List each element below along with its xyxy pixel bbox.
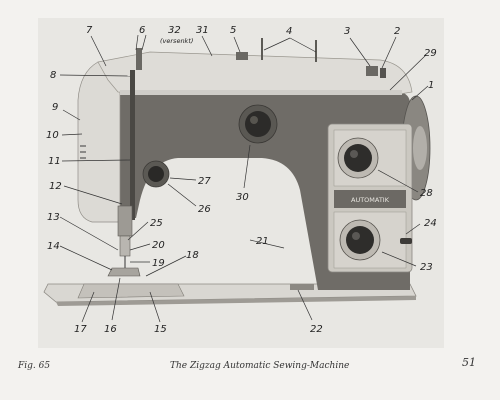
callout-10: 10: [46, 130, 59, 141]
callout-12: 12: [49, 181, 62, 192]
callout-17: 17: [74, 324, 87, 335]
upper-dial-knob: [344, 144, 372, 172]
dial-panel-nameplate: [334, 190, 406, 208]
callout-1: 1: [428, 80, 434, 91]
callout-4: 4: [286, 26, 292, 37]
presser-bar: [117, 205, 133, 237]
callout-11: 11: [48, 156, 61, 167]
callout-32-note: (versenkt): [160, 37, 193, 45]
callout-16: 16: [104, 324, 117, 335]
head-knob: [148, 166, 164, 182]
callout-13: 13: [47, 212, 60, 223]
callout-25: 25: [150, 218, 163, 229]
callout-14: 14: [47, 241, 60, 252]
arm-knob: [245, 111, 271, 137]
presser-foot: [107, 267, 141, 277]
top-fitting-5: [236, 52, 248, 60]
figure-caption: The Zigzag Automatic Sewing-Machine: [170, 361, 350, 371]
callout-22: 22: [310, 324, 323, 335]
head-cover: [77, 59, 121, 223]
needle-bar: [130, 70, 135, 220]
callout-18: 18: [186, 250, 199, 261]
page-number: 51: [462, 356, 476, 369]
callout-7: 7: [86, 25, 93, 36]
lower-dial-knob: [346, 226, 374, 254]
figure-number: Fig. 65: [18, 361, 51, 371]
leader-lines: [59, 34, 429, 323]
callout-2: 2: [394, 26, 400, 37]
callout-6: 6: [139, 25, 145, 36]
callout-27: 27: [198, 176, 211, 187]
callout-28: 28: [420, 188, 433, 199]
callout-3: 3: [344, 26, 350, 37]
callout-32: 32: [168, 25, 181, 36]
dial-brand-text: AUTOMATIK: [351, 196, 390, 204]
top-fitting-3: [366, 66, 378, 76]
arm-trim: [120, 90, 402, 95]
callout-29: 29: [424, 48, 437, 59]
stitch-lever: [400, 238, 412, 244]
callout-19: 19: [152, 258, 165, 269]
thread-guide-6: [136, 48, 142, 70]
callout-5: 5: [230, 25, 236, 36]
arm-knob-highlight: [250, 116, 258, 124]
callout-8: 8: [50, 70, 56, 81]
callout-23: 23: [420, 262, 433, 273]
callout-labels: 7 6 32 (versenkt) 31 5 4 3 2 29 1 8 9 10…: [46, 25, 437, 335]
hand-wheel-hub: [413, 126, 427, 170]
callout-30: 30: [236, 192, 249, 203]
callout-9: 9: [52, 102, 58, 113]
top-fitting-2: [380, 68, 386, 78]
callout-15: 15: [154, 324, 167, 335]
upper-dial-highlight: [350, 150, 358, 158]
lower-dial-highlight: [352, 232, 360, 240]
callout-26: 26: [198, 204, 211, 215]
callout-24: 24: [424, 218, 437, 229]
callout-31: 31: [196, 25, 209, 36]
base-latch: [290, 284, 314, 290]
needle-clamp: [119, 235, 131, 257]
callout-21: 21: [256, 236, 269, 247]
base-plate-edge: [56, 296, 416, 306]
callout-20: 20: [152, 240, 165, 251]
slide-plate: [77, 283, 185, 299]
